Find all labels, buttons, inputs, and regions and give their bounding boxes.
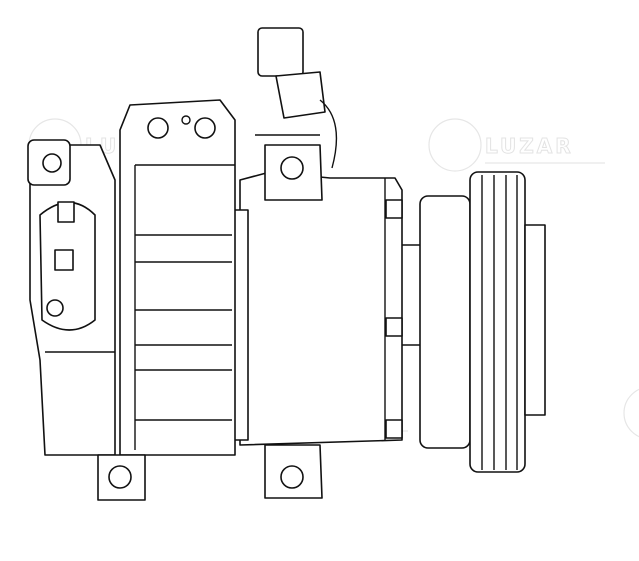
clutch-pulley: [419, 171, 546, 473]
electrical-connector: [257, 27, 304, 77]
compressor-body: [27, 27, 420, 501]
svg-text:LUZAR: LUZAR: [485, 134, 574, 158]
